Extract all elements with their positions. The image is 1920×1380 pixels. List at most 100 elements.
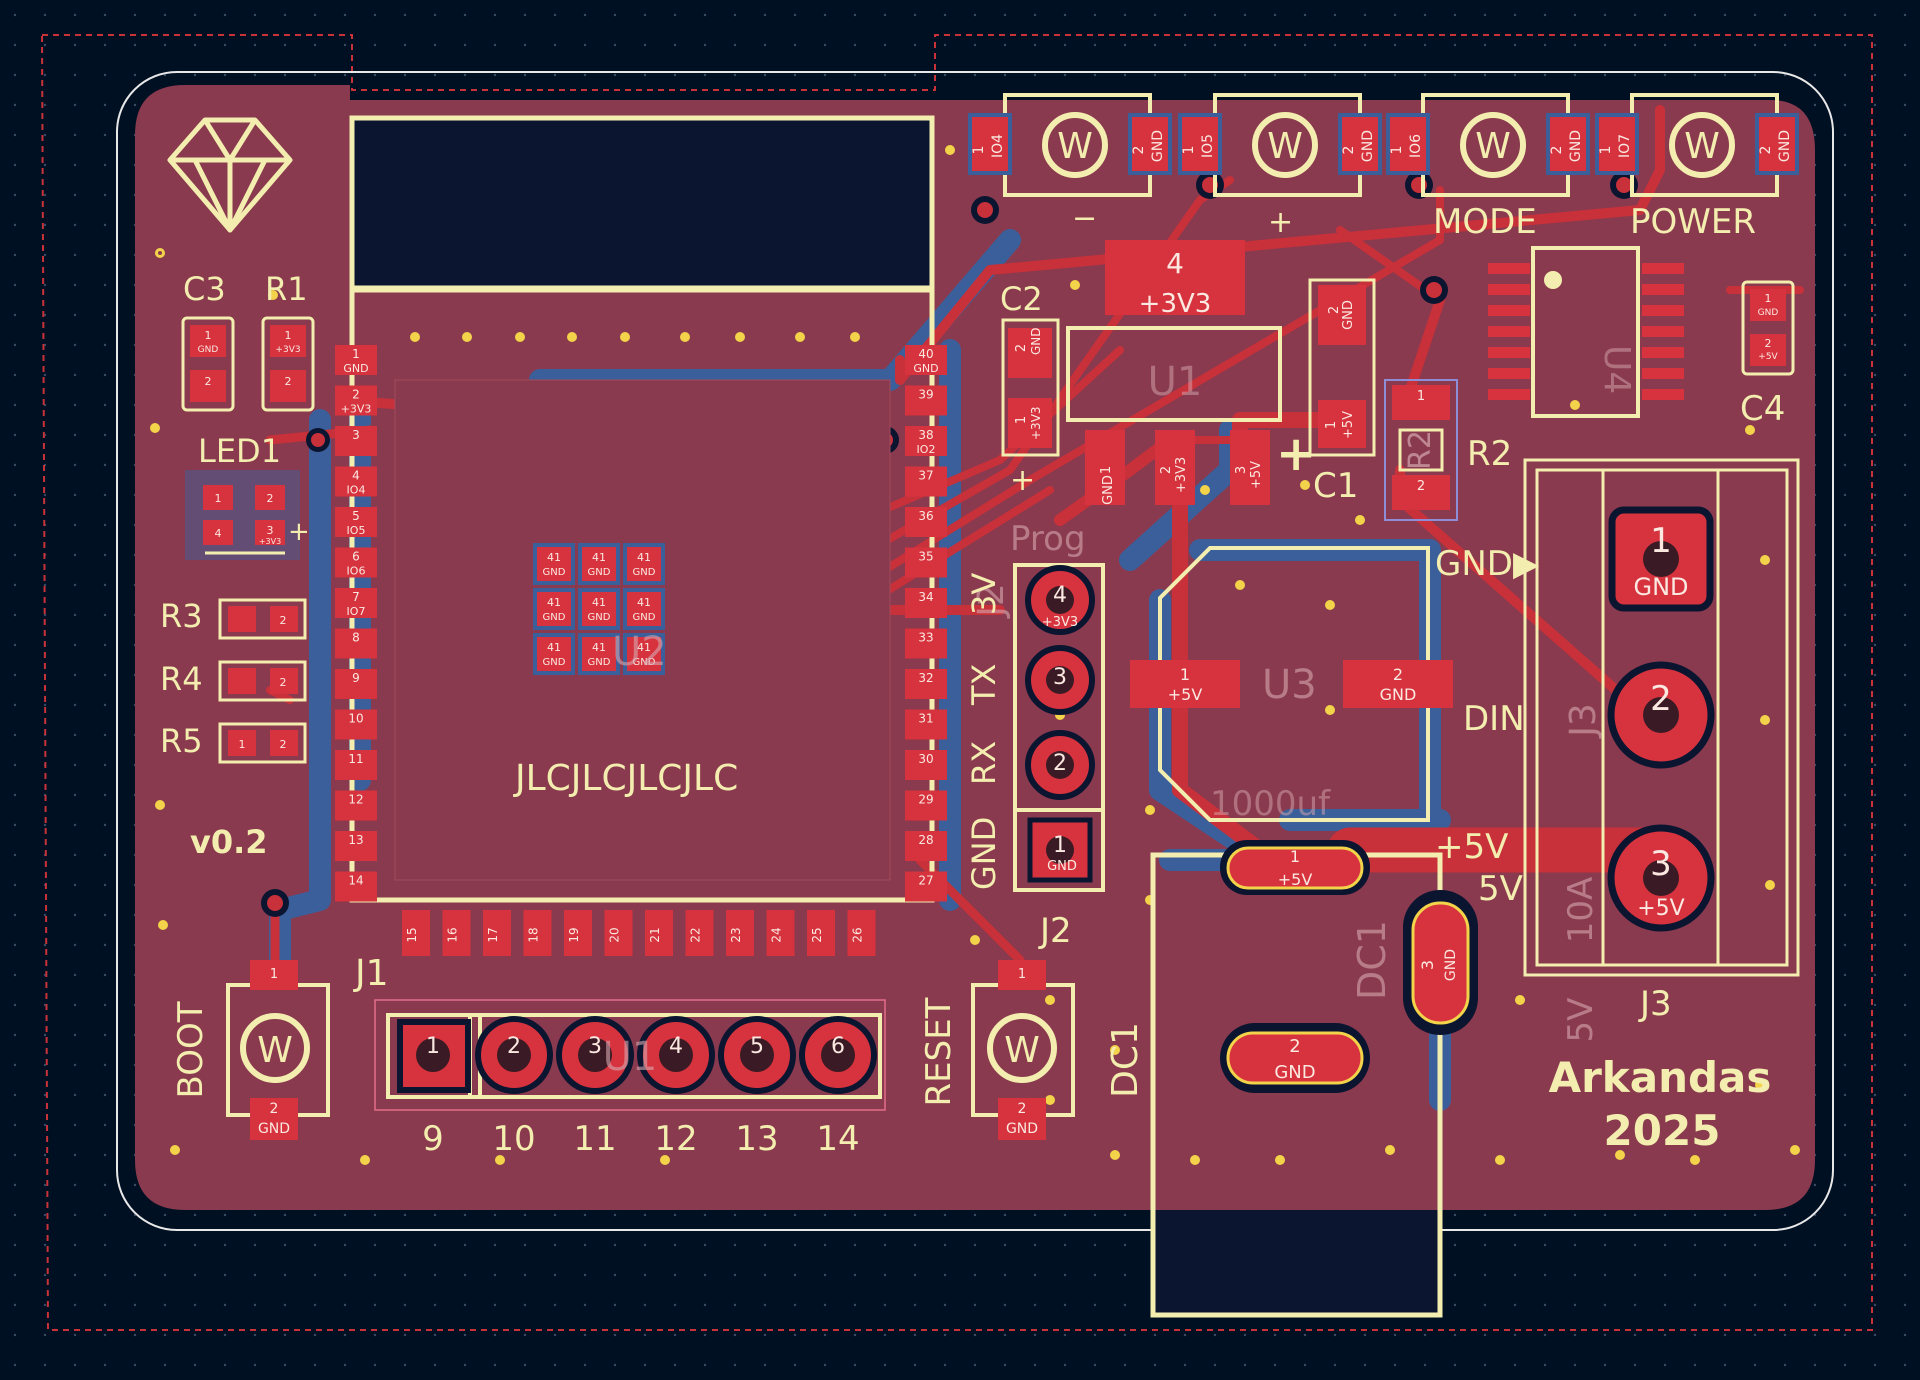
esp-bottom-pin: 17 <box>483 910 511 956</box>
svg-text:GND: GND <box>588 612 611 623</box>
esp-bottom-pin: 26 <box>847 910 876 956</box>
ref-J1: J1 <box>353 953 389 994</box>
svg-text:10: 10 <box>348 712 363 726</box>
u4-right-pad <box>1642 263 1684 274</box>
header-number: 9 <box>422 1119 444 1159</box>
svg-text:IO4: IO4 <box>990 134 1006 158</box>
svg-text:1: 1 <box>1650 521 1672 561</box>
svg-text:2: 2 <box>1417 479 1425 494</box>
svg-text:1: 1 <box>1389 146 1405 155</box>
svg-text:GND: GND <box>1029 327 1043 355</box>
ref-C1: C1 <box>1313 466 1358 506</box>
header-number: 14 <box>816 1119 859 1159</box>
svg-text:3: 3 <box>1234 466 1249 474</box>
svg-text:5: 5 <box>352 509 360 523</box>
svg-text:26: 26 <box>851 927 865 942</box>
din-label: DIN <box>1463 699 1525 739</box>
svg-text:41: 41 <box>592 596 606 609</box>
esp-right-pin: 35 <box>905 547 947 578</box>
J3-footprint: 1 GND 2 3 +5V J3 10A 5V <box>1523 458 1800 1042</box>
plus-large: + <box>1276 426 1316 482</box>
svg-text:IO6: IO6 <box>347 565 366 578</box>
svg-text:W: W <box>1684 126 1720 167</box>
R2-footprint: 1 2 R2 <box>1384 379 1458 521</box>
label-mode: MODE <box>1433 202 1537 242</box>
gnd-arrow-label: GND▶ <box>1435 544 1540 584</box>
svg-text:41: 41 <box>592 551 606 564</box>
esp-right-pin: 36 <box>905 507 947 537</box>
esp-left-pin: 12 <box>335 790 377 821</box>
svg-text:IO2: IO2 <box>917 443 936 456</box>
svg-text:1: 1 <box>1053 833 1067 858</box>
svg-text:29: 29 <box>918 793 933 807</box>
svg-text:GND: GND <box>1568 130 1584 162</box>
svg-text:GND: GND <box>633 657 656 668</box>
j2-tx-label: TX <box>965 664 1003 706</box>
svg-text:4: 4 <box>1166 247 1184 280</box>
esp-bottom-pin: 23 <box>726 910 754 956</box>
svg-text:2: 2 <box>1014 344 1029 352</box>
C4-footprint: 1 GND 2 +5V <box>1741 280 1795 376</box>
label-plus-btn: + <box>1268 205 1293 240</box>
header-pad: 2 <box>475 1016 553 1094</box>
svg-text:6: 6 <box>352 550 360 564</box>
svg-text:1: 1 <box>1324 421 1339 429</box>
svg-text:R2: R2 <box>1403 430 1438 470</box>
svg-text:2: 2 <box>1549 146 1565 155</box>
svg-text:1: 1 <box>1014 416 1029 424</box>
u4-left-pad <box>1488 368 1530 379</box>
esp-right-pin: 39 <box>905 385 947 416</box>
svg-text:16: 16 <box>446 927 460 942</box>
version-label: v0.2 <box>190 823 268 861</box>
esp-right-pin: 37 <box>905 466 947 497</box>
esp-right-pin: 33 <box>905 628 947 659</box>
ref-J3: J3 <box>1638 984 1672 1024</box>
svg-text:3: 3 <box>1418 960 1437 970</box>
svg-text:1: 1 <box>1290 847 1300 866</box>
dc-jack-cutout <box>1155 1210 1440 1315</box>
svg-text:17: 17 <box>486 927 500 942</box>
esp-right-pin: 30 <box>905 750 947 780</box>
regulator-U1: 4 +3V3 U1 1 GND 2 +3V3 3 +5V <box>1066 240 1282 505</box>
esp-bottom-pin: 19 <box>564 910 592 956</box>
svg-text:+5V: +5V <box>1758 352 1778 362</box>
svg-text:2: 2 <box>205 375 212 388</box>
svg-text:4: 4 <box>352 469 360 483</box>
ref-C2: C2 <box>1000 280 1043 318</box>
svg-text:3: 3 <box>588 1034 602 1059</box>
svg-text:32: 32 <box>918 671 933 685</box>
svg-text:GND: GND <box>913 362 938 375</box>
svg-text:1: 1 <box>1018 967 1026 982</box>
svg-text:1: 1 <box>239 738 246 751</box>
svg-text:+3V3: +3V3 <box>275 345 300 355</box>
board-copper-pour <box>135 85 1815 1210</box>
reset-button: W 1 2 GND <box>971 960 1075 1140</box>
esp-left-pin: 9 <box>335 669 377 699</box>
svg-text:41: 41 <box>547 641 561 654</box>
svg-text:41: 41 <box>592 641 606 654</box>
ref-C4: C4 <box>1740 389 1785 429</box>
svg-text:41: 41 <box>547 596 561 609</box>
esp-left-pin: 10 <box>335 709 377 740</box>
esp-bottom-pin: 15 <box>402 910 430 956</box>
LED1-footprint: 1 2 4 3 +3V3 + <box>185 470 310 560</box>
svg-text:+: + <box>288 517 310 547</box>
header-pad: 5 <box>718 1016 796 1094</box>
svg-text:23: 23 <box>729 927 743 942</box>
svg-text:GND: GND <box>258 1121 290 1137</box>
svg-text:18: 18 <box>527 927 541 942</box>
svg-text:+3V3: +3V3 <box>1029 406 1043 440</box>
svg-text:3: 3 <box>352 428 360 442</box>
svg-text:22: 22 <box>689 927 703 942</box>
author-name: Arkandas <box>1549 1053 1772 1102</box>
svg-text:3: 3 <box>1053 665 1067 690</box>
esp-left-pin: 8 <box>335 628 377 659</box>
